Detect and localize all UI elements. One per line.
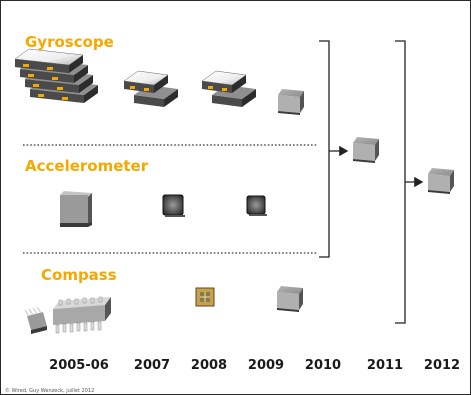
compass-chip-2005-large <box>53 296 111 334</box>
year-label: 2010 <box>305 358 341 373</box>
year-label: 2005-06 <box>49 358 109 373</box>
accelerometer-chip-2008 <box>246 195 267 216</box>
year-label: 2011 <box>367 358 403 373</box>
combined-chip-2012 <box>428 168 454 194</box>
bracket-2011 <box>395 40 406 324</box>
bracket-2010 <box>319 40 330 258</box>
year-label: 2007 <box>134 358 170 373</box>
compass-chip-2005-small <box>24 306 47 334</box>
image-credit: © Wired, Guy Wenzeck, juillet 2012 <box>5 387 94 394</box>
gyroscope-chip-2007 <box>123 70 178 107</box>
compass-chip-2009 <box>277 286 303 312</box>
gyroscope-label: Gyroscope <box>25 33 114 51</box>
combined-chip-2011 <box>353 137 379 163</box>
compass-label: Compass <box>41 266 117 284</box>
gyroscope-chip-2009 <box>278 89 304 115</box>
accelerometer-chip-2005 <box>60 191 92 227</box>
year-label: 2012 <box>424 358 460 373</box>
accelerometer-chip-2007 <box>162 194 185 217</box>
gyroscope-chip-2005 <box>14 48 98 103</box>
year-label: 2009 <box>248 358 284 373</box>
gyroscope-chip-2008 <box>201 70 256 107</box>
year-label: 2008 <box>191 358 227 373</box>
accelerometer-label: Accelerometer <box>25 157 149 175</box>
compass-chip-2008 <box>195 287 215 307</box>
